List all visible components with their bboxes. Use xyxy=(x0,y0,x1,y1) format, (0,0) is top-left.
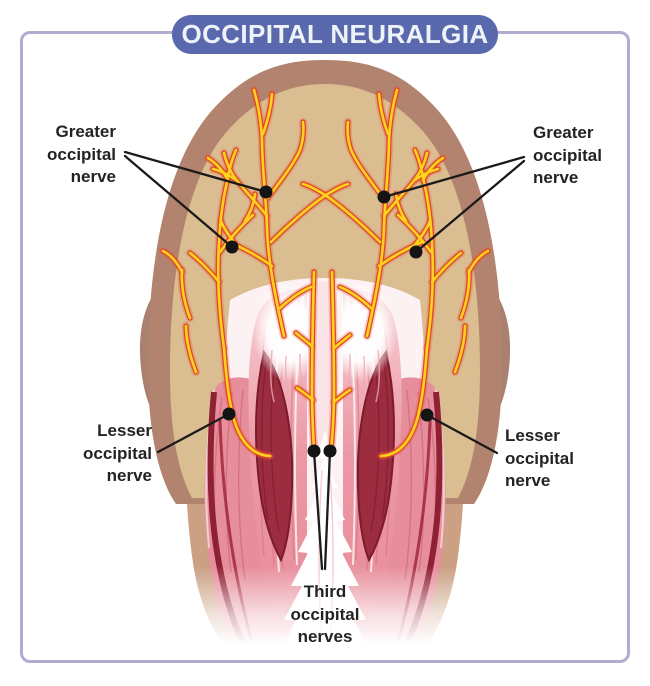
label-third-occipital-nerves: Third occipital nerves xyxy=(253,581,397,649)
callout-line xyxy=(382,155,526,199)
callout-dot xyxy=(222,407,236,421)
label-greater-occipital-nerve-left: Greater occipital nerve xyxy=(14,121,116,189)
label-line: Lesser xyxy=(505,426,560,445)
label-line: occipital xyxy=(533,145,602,165)
label-line: nerve xyxy=(106,466,152,485)
label-line: Greater xyxy=(533,123,594,142)
callout-dot xyxy=(409,245,423,259)
label-line: occipital xyxy=(47,144,116,164)
callout-line xyxy=(123,154,234,249)
callout-line xyxy=(414,159,526,254)
callout-dot xyxy=(377,190,391,204)
label-line: Third xyxy=(303,582,347,601)
label-lesser-occipital-nerve-right: Lesser occipital nerve xyxy=(505,425,619,493)
label-line: nerve xyxy=(505,471,551,490)
title-banner: OCCIPITAL NEURALGIA xyxy=(172,15,498,54)
label-line: nerve xyxy=(70,167,116,186)
callout-line xyxy=(123,150,268,194)
label-line: nerve xyxy=(533,168,579,187)
callout-line xyxy=(425,413,499,455)
page-title: OCCIPITAL NEURALGIA xyxy=(181,19,489,49)
label-line: nerves xyxy=(297,627,353,646)
callout-dot xyxy=(323,444,337,458)
callout-line xyxy=(312,449,324,571)
label-greater-occipital-nerve-right: Greater occipital nerve xyxy=(533,122,643,190)
label-lesser-occipital-nerve-left: Lesser occipital nerve xyxy=(38,420,152,488)
callout-dot xyxy=(225,240,239,254)
callout-dot xyxy=(420,408,434,422)
label-line: Greater xyxy=(55,122,116,141)
callout-dot xyxy=(259,185,273,199)
callout-line xyxy=(323,449,332,571)
label-line: occipital xyxy=(505,448,574,468)
label-line: occipital xyxy=(290,604,360,624)
label-line: Lesser xyxy=(97,421,152,440)
bottom-fade xyxy=(24,566,626,662)
callout-line xyxy=(156,412,231,454)
callouts xyxy=(123,150,526,571)
callout-dot xyxy=(307,444,321,458)
label-line: occipital xyxy=(83,443,152,463)
